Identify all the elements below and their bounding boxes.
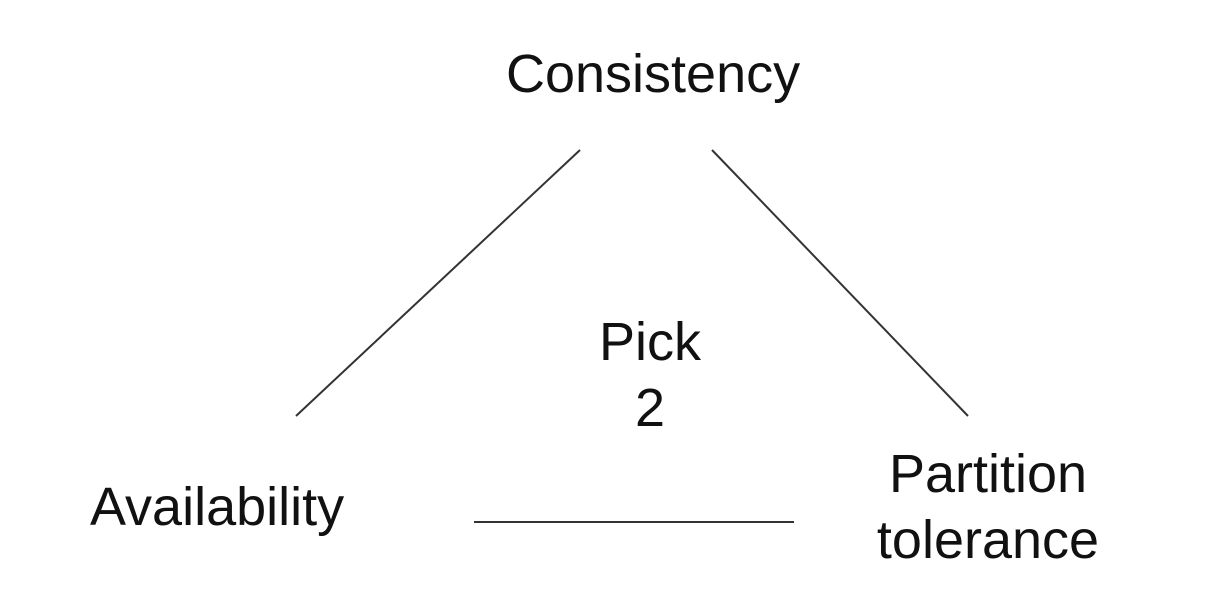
- center-label-pick-2: Pick 2: [550, 310, 750, 442]
- vertex-label-partition-tolerance: Partition tolerance: [838, 442, 1138, 574]
- availability-text: Availability: [90, 477, 345, 537]
- partition-text: Partition: [888, 444, 1088, 504]
- vertex-label-consistency: Consistency: [506, 42, 906, 108]
- tolerance-text: tolerance: [876, 509, 1100, 570]
- consistency-text: Consistency: [506, 44, 801, 104]
- edge-consistency-partition: [711, 149, 969, 417]
- vertex-label-availability: Availability: [90, 475, 450, 541]
- number-2-text: 2: [634, 377, 666, 438]
- pick-text: Pick: [598, 312, 701, 372]
- edge-consistency-availability: [295, 149, 581, 417]
